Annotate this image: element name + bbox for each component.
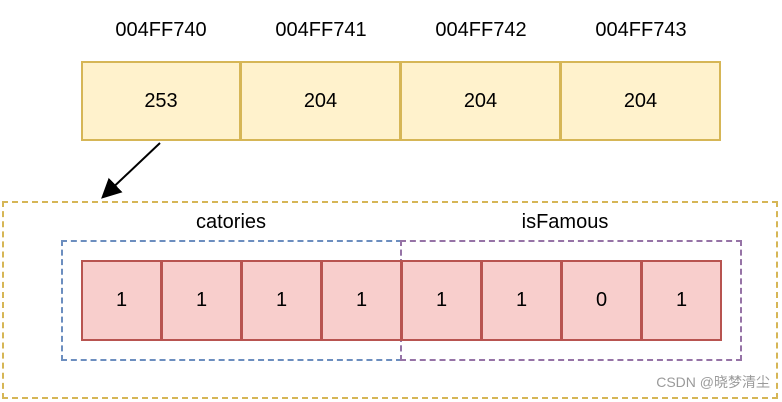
bitfield-container (2, 201, 778, 399)
address-label-2: 004FF742 (435, 19, 527, 41)
bit-cell-6: 0 (561, 260, 642, 341)
bit-cell-1: 1 (161, 260, 242, 341)
byte-cell-3: 204 (561, 61, 721, 141)
byte-cell-2: 204 (401, 61, 561, 141)
bit-cell-3: 1 (321, 260, 402, 341)
byte-cell-1: 204 (241, 61, 401, 141)
group-label-catories: catories (195, 211, 267, 233)
bit-cell-5: 1 (481, 260, 562, 341)
bit-cell-7: 1 (641, 260, 722, 341)
watermark-text: CSDN @晓梦清尘 (656, 374, 770, 390)
address-label-0: 004FF740 (115, 19, 207, 41)
group-label-isfamous: isFamous (521, 211, 609, 233)
bit-cell-4: 1 (401, 260, 482, 341)
byte-cell-0: 253 (81, 61, 241, 141)
address-label-1: 004FF741 (275, 19, 367, 41)
address-label-3: 004FF743 (595, 19, 687, 41)
bit-cell-0: 1 (81, 260, 162, 341)
bit-cell-2: 1 (241, 260, 322, 341)
